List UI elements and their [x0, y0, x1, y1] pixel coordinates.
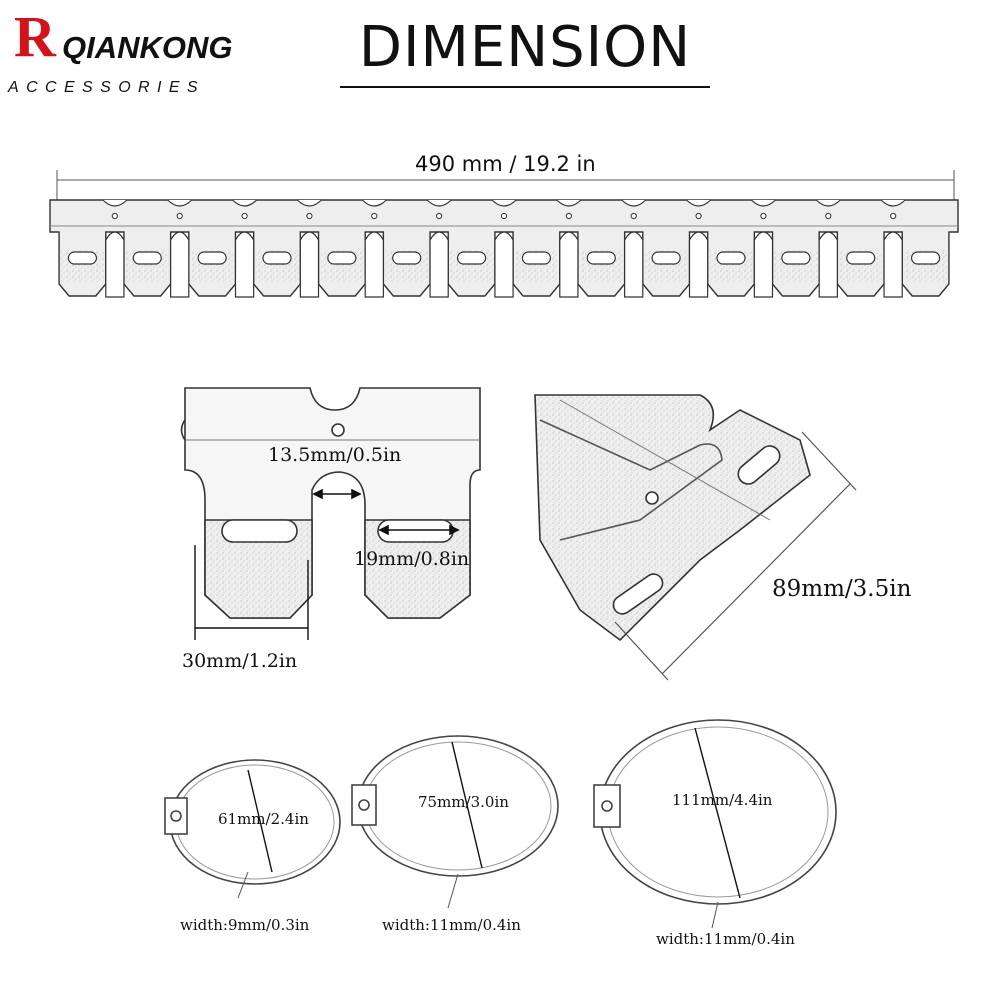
strip-notch: [559, 231, 579, 298]
strip-top-cut: [297, 199, 322, 207]
strip-top-cut: [621, 199, 647, 207]
strip-hole: [111, 212, 118, 220]
strip-slot: [327, 251, 357, 265]
slot-length-arrow: [378, 524, 460, 536]
strip-hole: [241, 212, 248, 220]
page-title: DIMENSION: [358, 15, 692, 80]
height-dimension: [614, 431, 857, 681]
strip-hole: [436, 212, 443, 220]
strip-length-label: 490 mm / 19.2 in: [415, 152, 596, 176]
strip-hole: [825, 212, 832, 220]
strip-slot: [197, 251, 227, 265]
brand-name: QIANKONG: [62, 30, 233, 65]
strip-top-cut: [167, 199, 193, 207]
strip-hole: [500, 212, 508, 220]
strip-notch: [170, 231, 190, 298]
brand-initial: R: [14, 4, 56, 69]
clamp-medium-width: width:11mm/0.4in: [382, 916, 521, 934]
strip-slot: [132, 251, 162, 265]
tab-width-label: 30mm/1.2in: [182, 650, 298, 672]
strip-top-cut: [102, 199, 128, 207]
strip-slot: [456, 251, 487, 265]
strip-slot: [392, 251, 422, 265]
strip-notch: [818, 231, 838, 298]
strip-top-cut: [361, 199, 387, 207]
strip-hole: [630, 212, 637, 220]
strip-top-cut: [232, 199, 257, 207]
notch-width-arrow: [312, 488, 362, 500]
strip-slot: [910, 251, 941, 265]
hose-clamp-medium: [351, 735, 559, 909]
heat-shield-strip: [49, 199, 959, 298]
strip-notch: [364, 231, 384, 298]
strip-hole: [695, 212, 702, 220]
strip-notch: [624, 231, 644, 298]
clamp-small-diameter: 61mm/2.4in: [218, 810, 309, 828]
strip-notch: [753, 231, 774, 298]
strip-notch: [429, 231, 449, 298]
clamp-medium-diameter: 75mm/3.0in: [418, 793, 509, 811]
brand-tagline: ACCESSORIES: [8, 79, 205, 96]
brand-logo: R QIANKONG ACCESSORIES: [8, 8, 270, 100]
strip-slot: [586, 251, 616, 265]
strip-slot: [781, 251, 811, 265]
strip-notch: [105, 231, 125, 298]
hose-clamp-small: [164, 759, 341, 899]
strip-notch: [494, 231, 514, 298]
strip-top-cut: [426, 199, 452, 207]
strip-hole: [306, 212, 313, 220]
strip-notch: [299, 231, 320, 298]
strip-slot: [262, 251, 292, 265]
strip-top-cut: [880, 199, 906, 207]
notch-width-label: 13.5mm/0.5in: [268, 444, 402, 466]
clamp-small-width: width:9mm/0.3in: [180, 916, 310, 934]
strip-notch: [234, 231, 255, 298]
strip-hole: [371, 212, 378, 220]
hose-clamp-large: [593, 719, 837, 929]
strip-top-cut: [751, 199, 776, 207]
strip-top-cut: [815, 199, 841, 207]
strip-hole: [176, 212, 183, 220]
tab-detail-view: [180, 387, 481, 619]
strip-hole: [565, 212, 572, 220]
strip-notch: [688, 231, 709, 298]
strip-slot: [716, 251, 746, 265]
strip-notch: [883, 231, 903, 298]
strip-top-cut: [491, 199, 517, 207]
clamp-large-width: width:11mm/0.4in: [656, 930, 795, 948]
strip-slot: [651, 251, 681, 265]
angled-detail-view: [534, 394, 811, 642]
slot-length-label: 19mm/0.8in: [354, 548, 470, 570]
title-underline: [340, 86, 710, 88]
tab-width-dimension: [194, 545, 309, 640]
strip-slot: [521, 251, 552, 265]
strip-top-cut: [556, 199, 582, 207]
strip-slot: [67, 251, 98, 265]
strip-slot: [846, 251, 876, 265]
height-label: 89mm/3.5in: [772, 576, 912, 602]
clamp-large-diameter: 111mm/4.4in: [672, 791, 773, 809]
strip-hole: [890, 212, 897, 220]
strip-hole: [760, 212, 767, 220]
strip-top-cut: [686, 199, 711, 207]
